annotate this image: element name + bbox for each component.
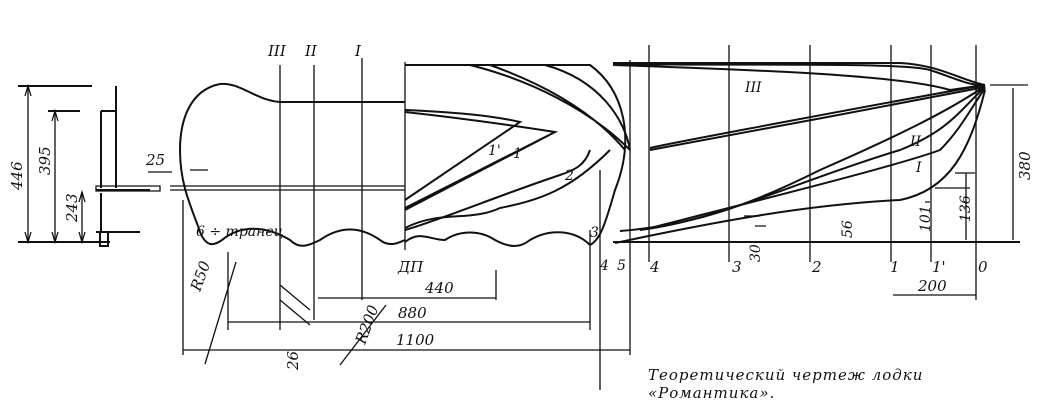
wl-label-1: 1 xyxy=(513,146,522,162)
width-dim-lines xyxy=(183,297,630,351)
dim-R200: R200 xyxy=(352,302,383,347)
station-3: 3 xyxy=(732,258,742,276)
dim-243: 243 xyxy=(63,193,81,223)
dim-56: 56 xyxy=(840,220,856,238)
station-1prime: 1' xyxy=(932,258,946,276)
station-0: 0 xyxy=(978,258,988,276)
station-2: 2 xyxy=(811,258,822,276)
wl-label-5: 5 xyxy=(617,258,626,274)
wl-label-1prime: 1' xyxy=(488,143,501,159)
wl-label-3: 3 xyxy=(590,225,599,241)
buttock-label-III: III xyxy=(744,80,762,96)
wl-label-2: 2 xyxy=(564,168,574,184)
transom-label: 6 ÷ транец xyxy=(196,224,283,240)
offset-dim xyxy=(148,169,208,173)
station-4: 4 xyxy=(649,258,660,276)
keel-line xyxy=(614,89,986,244)
dim-R50: R50 xyxy=(187,258,215,294)
transom-outline xyxy=(178,82,405,227)
section-verticals xyxy=(279,58,406,330)
dim-30: 30 xyxy=(748,244,764,262)
dim-136: 136 xyxy=(958,195,974,222)
dim-200: 200 xyxy=(917,277,947,295)
dim-446: 446 xyxy=(8,161,26,191)
dim-1100: 1100 xyxy=(396,331,435,349)
section-III: III xyxy=(267,42,287,60)
buttock-label-II: II xyxy=(909,134,922,150)
drawing-caption: Теоретический чертеж лодки «Романтика». xyxy=(648,366,924,402)
dim-440: 440 xyxy=(424,279,454,297)
wl-label-4: 4 xyxy=(599,258,609,274)
buttock-label-I: I xyxy=(915,160,922,176)
waterline-3 xyxy=(404,149,611,229)
waterline-curves-upper xyxy=(469,64,631,151)
waterline-curves-mid xyxy=(404,109,591,231)
height-dim-lines xyxy=(27,86,83,242)
buttock-I xyxy=(649,87,986,229)
buttock-II xyxy=(639,86,986,231)
dim-880: 880 xyxy=(398,304,427,322)
bottom-scallops-left xyxy=(197,225,406,247)
section-I: I xyxy=(354,42,362,60)
centerline-label: ДП xyxy=(397,258,424,276)
station-1: 1 xyxy=(890,258,900,276)
body-plan: 446 395 243 25 6 ÷ транец III II I R50 R… xyxy=(8,42,631,371)
extension-lines xyxy=(182,60,631,355)
section-II: II xyxy=(304,42,318,60)
dim-26: 26 xyxy=(284,350,302,371)
sheer-lines xyxy=(612,62,986,92)
reference-lines xyxy=(18,85,150,243)
dim-101: 101 xyxy=(918,205,934,232)
bottom-scallops-right xyxy=(404,231,591,247)
chine-profile xyxy=(649,84,986,151)
deck-line-left xyxy=(95,185,161,192)
reference-frame xyxy=(99,86,117,247)
dim-arrows xyxy=(24,83,86,245)
profile-view: III II I 380 136 101 56 30 4 3 2 1 1' 0 … xyxy=(599,45,1034,390)
chine-line xyxy=(170,185,405,191)
profile-dim-lines xyxy=(599,84,1028,390)
dim-380: 380 xyxy=(1016,151,1034,180)
dim-395: 395 xyxy=(36,146,54,175)
dim-25: 25 xyxy=(145,151,165,169)
radius-leaders xyxy=(204,261,387,366)
